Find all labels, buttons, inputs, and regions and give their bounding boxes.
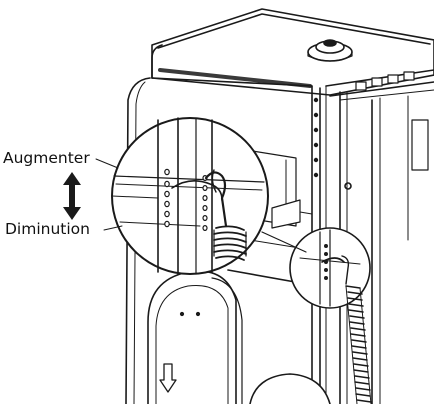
hinge-detail-magnified <box>111 117 269 275</box>
label-leader-line-top <box>95 158 119 169</box>
double-arrow-vertical-icon <box>63 172 81 220</box>
door <box>147 270 331 405</box>
cabinet-body <box>125 8 434 405</box>
spring-coil <box>213 225 247 261</box>
hinge-detail-small <box>289 227 371 309</box>
label-leader-line-bottom <box>103 225 123 231</box>
decrease-label: Diminution <box>5 220 90 238</box>
increase-label: Augmenter <box>3 149 90 167</box>
callout-line <box>261 231 307 253</box>
door-spring <box>345 285 372 405</box>
lid-knob <box>307 39 353 62</box>
